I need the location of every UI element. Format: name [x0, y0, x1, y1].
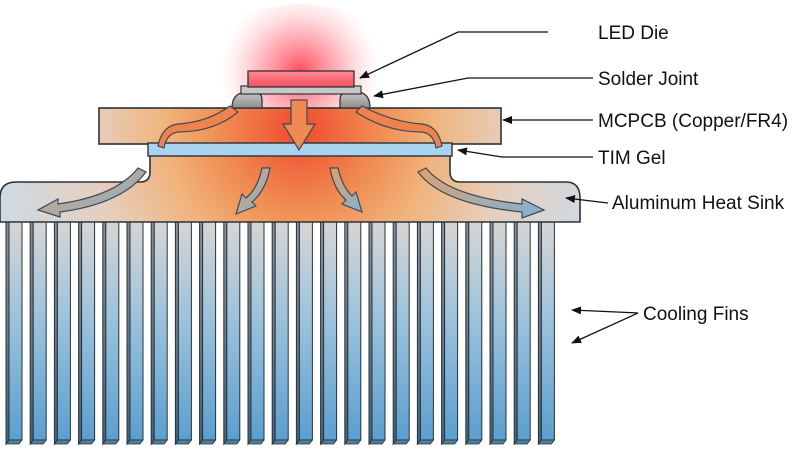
fin	[32, 219, 47, 441]
leader-fins-upper	[571, 306, 639, 315]
fin-bottom	[295, 439, 314, 445]
arrow-curve-right-icon	[355, 105, 443, 149]
fin-bottom	[53, 439, 72, 445]
fin-bottom	[271, 439, 289, 445]
fin	[250, 219, 265, 441]
arrow-down-icon	[281, 99, 317, 152]
fin	[323, 219, 338, 441]
cooling-fins	[5, 219, 556, 446]
label-tim-gel: TIM Gel	[598, 148, 666, 169]
fin-bottom	[223, 439, 241, 445]
fin	[347, 219, 362, 441]
fin-bottom	[513, 439, 531, 445]
fin	[81, 219, 96, 441]
fin	[8, 219, 23, 441]
fin	[226, 219, 241, 441]
heat-flow-arrows	[36, 99, 546, 219]
leader-heat-sink	[565, 195, 609, 204]
fin	[202, 219, 217, 441]
label-solder-joint: Solder Joint	[598, 69, 699, 90]
fin-bottom	[489, 439, 507, 445]
fin	[177, 219, 192, 441]
arrow-spread-far-left-icon	[36, 167, 147, 218]
aluminum-heat-sink	[0, 154, 581, 446]
fin-bottom	[537, 439, 556, 445]
label-mcpcb: MCPCB (Copper/FR4)	[598, 111, 788, 132]
fin	[129, 219, 144, 441]
fin	[540, 219, 555, 441]
fin-bottom	[174, 439, 193, 445]
fin-bottom	[77, 439, 96, 445]
fin-bottom	[126, 439, 144, 445]
arrow-curve-left-icon	[157, 105, 239, 149]
leader-lines	[359, 31, 639, 344]
fin-bottom	[5, 439, 23, 445]
fin	[468, 219, 483, 441]
led-die	[247, 70, 355, 88]
fin	[105, 219, 120, 441]
fin-bottom	[465, 439, 483, 445]
fin	[274, 219, 289, 441]
fin-bottom	[247, 439, 265, 445]
fin	[56, 219, 71, 441]
leader-tim-gel	[457, 147, 593, 158]
fin	[419, 219, 434, 441]
fin-bottom	[440, 439, 459, 445]
fin-bottom	[416, 439, 435, 445]
fin-bottom	[392, 439, 410, 445]
arrow-spread-far-right-icon	[417, 167, 546, 219]
fin-bottom	[368, 439, 386, 445]
label-led-die: LED Die	[598, 23, 669, 44]
leader-led-die	[359, 31, 548, 79]
arrow-spread-left-icon	[235, 167, 271, 216]
leader-fins-lower	[571, 312, 639, 344]
label-heat-sink: Aluminum Heat Sink	[612, 193, 785, 214]
fin-bottom	[344, 439, 362, 445]
fin	[444, 219, 459, 441]
fin-bottom	[150, 439, 168, 445]
arrow-spread-right-icon	[329, 167, 363, 214]
fin	[298, 219, 313, 441]
fin-bottom	[198, 439, 217, 445]
fin-bottom	[29, 439, 47, 445]
fin	[516, 219, 531, 441]
fin-bottom	[319, 439, 338, 445]
fin	[371, 219, 386, 441]
fin-bottom	[102, 439, 120, 445]
fin	[153, 219, 168, 441]
leader-solder-joint	[373, 77, 593, 99]
fin	[492, 219, 507, 441]
label-cooling-fins: Cooling Fins	[643, 304, 749, 325]
fin	[395, 219, 410, 441]
